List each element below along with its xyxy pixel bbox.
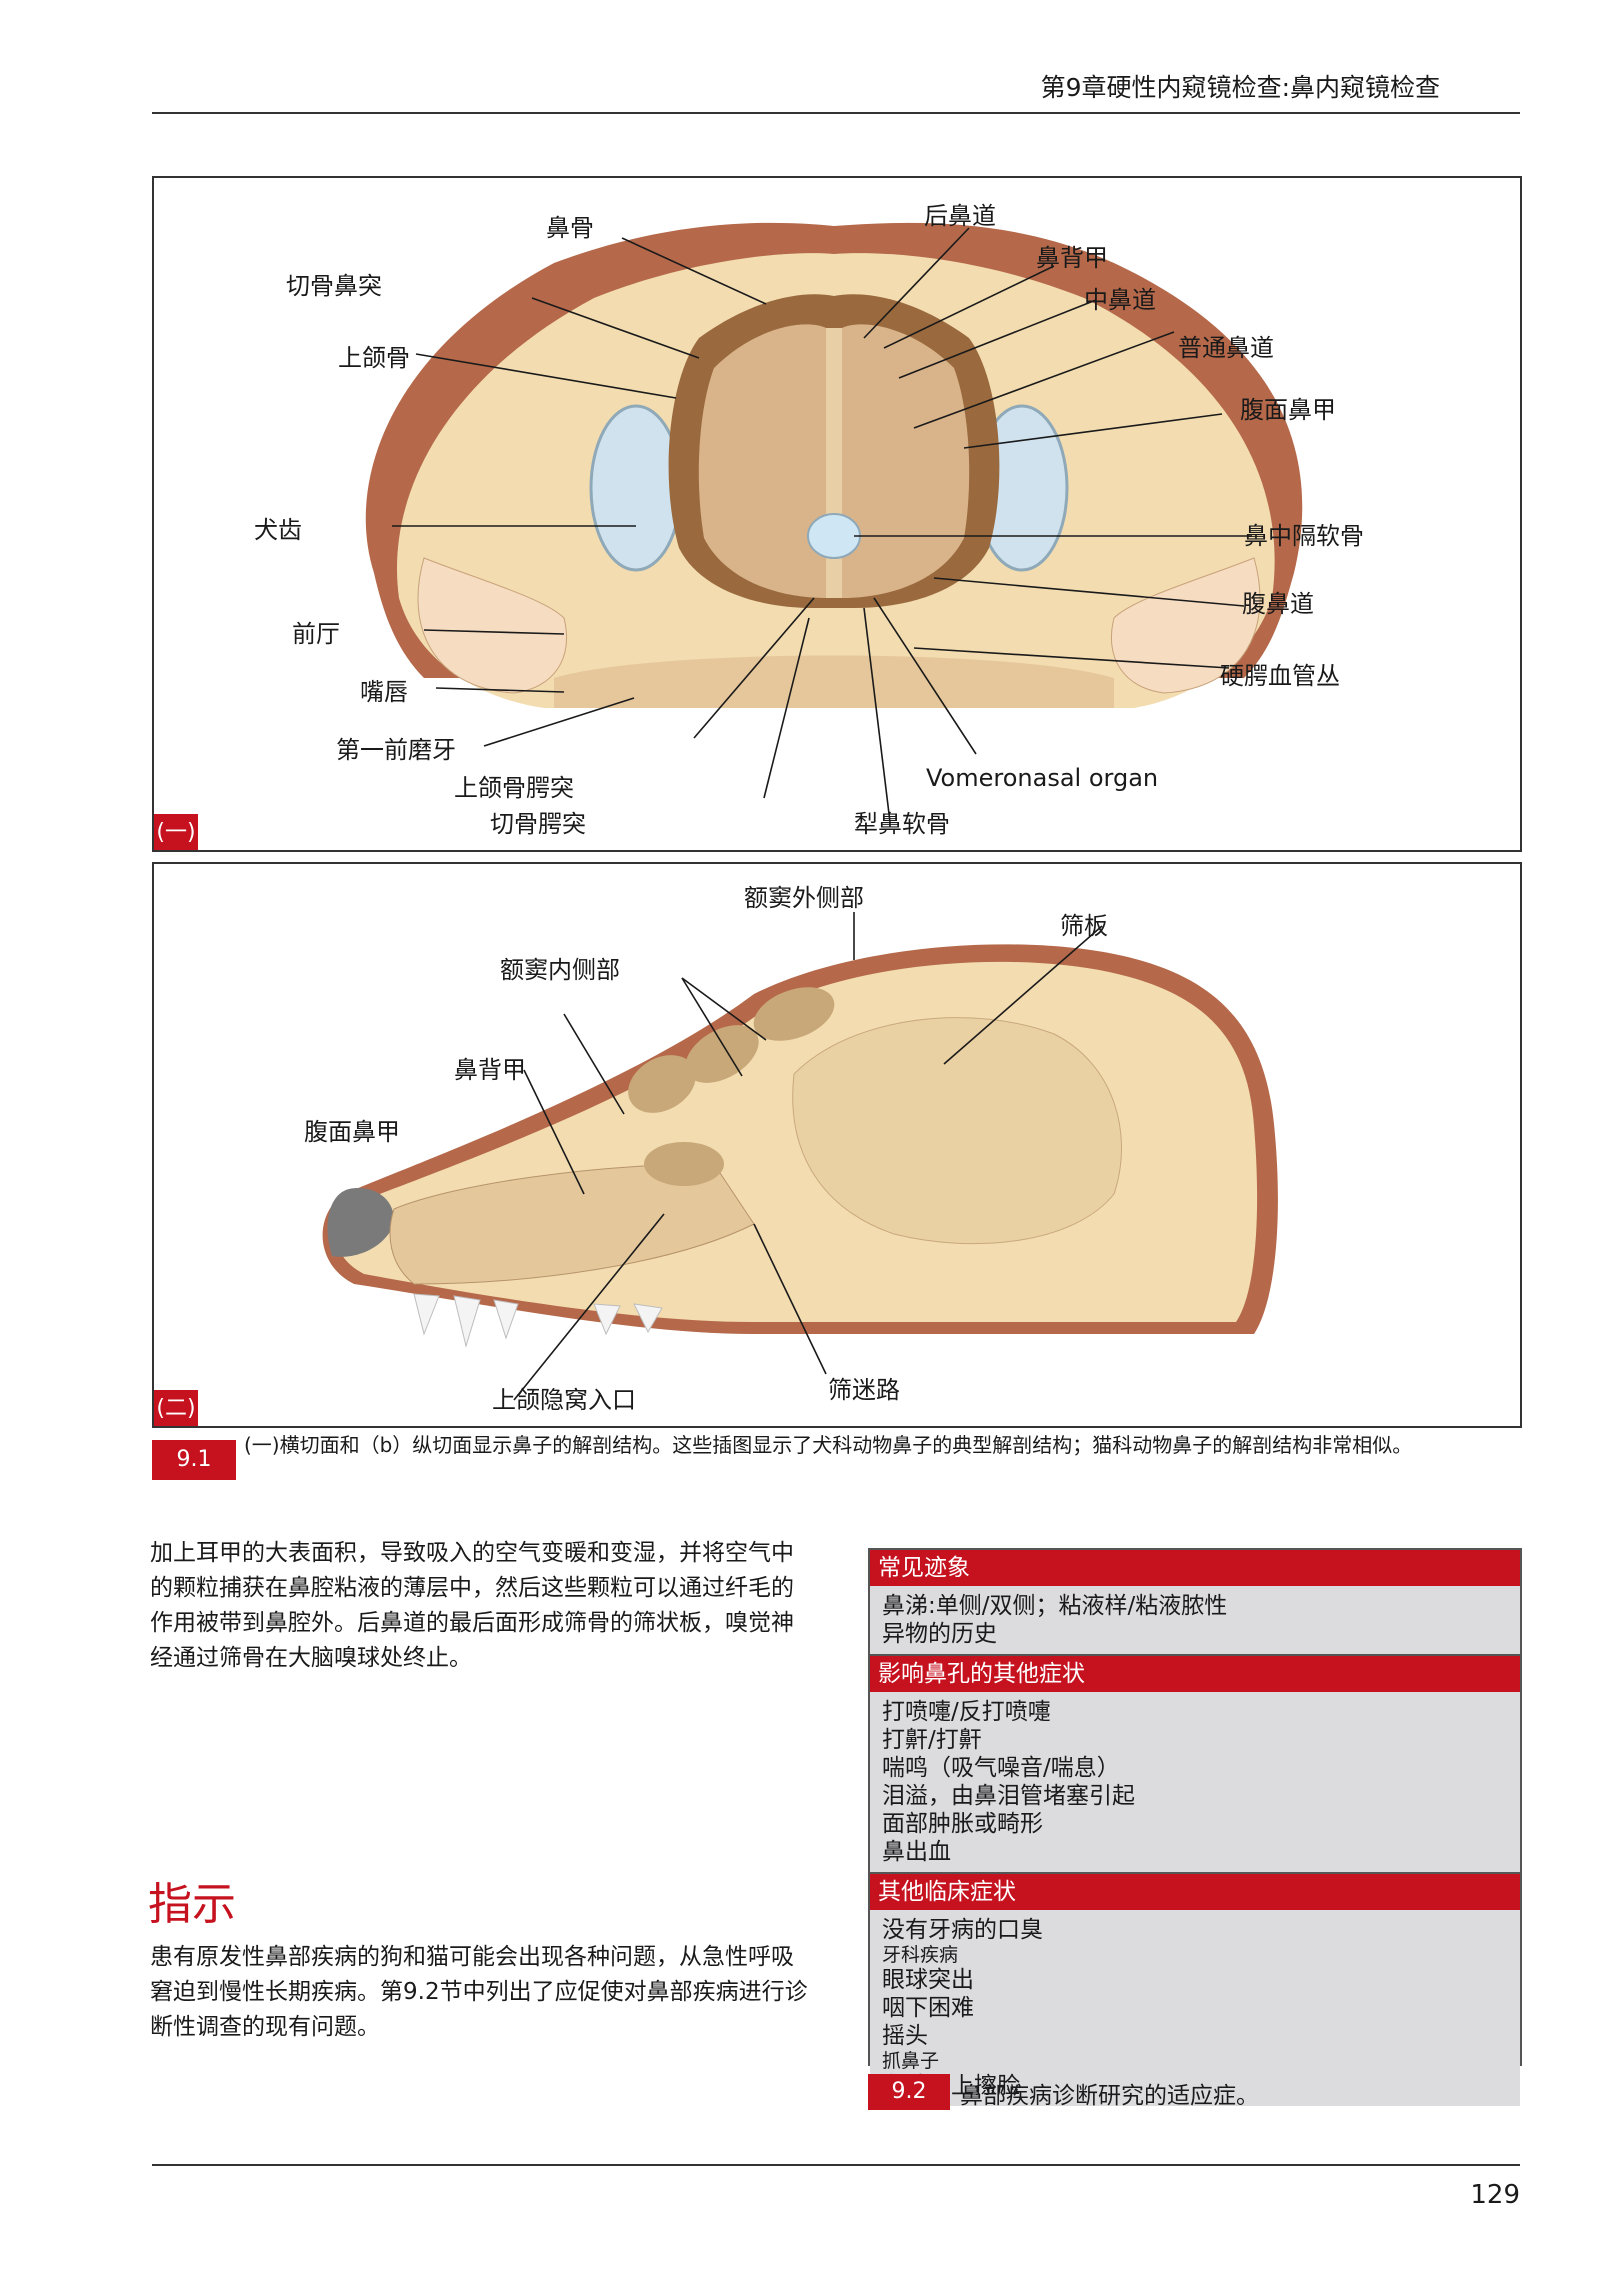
chapter-header: 第9章硬性内窥镜检查:鼻内窥镜检查 xyxy=(1040,73,1440,102)
label-nasal-bone: 鼻骨 xyxy=(546,214,594,242)
table-section-body: 没有牙病的口臭 牙科疾病 眼球突出 咽下困难 摇头 抓鼻子 在地面上擦脸 xyxy=(870,1910,1520,2106)
footer-rule xyxy=(152,2164,1520,2166)
list-item: 没有牙病的口臭 xyxy=(882,1917,1043,1943)
label-ethmoid-labyrinth: 筛迷路 xyxy=(828,1376,900,1404)
label-lateral-frontal-sinus: 额窦外侧部 xyxy=(744,884,864,912)
list-item: 鼻涕:单侧/双侧；粘液样/粘液脓性 xyxy=(882,1593,1228,1619)
table-section-header: 影响鼻孔的其他症状 xyxy=(870,1656,1520,1692)
panel-tag-a: (一) xyxy=(154,814,198,850)
label-first-premolar: 第一前磨牙 xyxy=(336,736,456,764)
list-item: 抓鼻子 xyxy=(882,2050,940,2072)
label-vestibule: 前厅 xyxy=(292,620,340,648)
table-caption: 鼻部疾病诊断研究的适应症。 xyxy=(960,2083,1259,2109)
transverse-section-illustration xyxy=(365,222,1303,823)
label-canine: 犬齿 xyxy=(254,516,302,544)
list-item: 牙科疾病 xyxy=(882,1944,959,1966)
list-item: 打鼾/打鼾 xyxy=(882,1727,982,1753)
page-number: 129 xyxy=(1470,2180,1520,2210)
table-section-header: 其他临床症状 xyxy=(870,1874,1520,1910)
list-item: 异物的历史 xyxy=(882,1621,997,1647)
label-maxilla-palatine-process: 上颌骨腭突 xyxy=(454,774,574,802)
label-medial-frontal-sinus: 额窦内侧部 xyxy=(500,956,620,984)
label-ventral-concha: 腹面鼻甲 xyxy=(1240,396,1336,424)
figure-caption: (一)横切面和（b）纵切面显示鼻子的解剖结构。这些插图显示了犬科动物鼻子的典型解… xyxy=(244,1433,1413,1457)
label-dorsal-concha: 鼻背甲 xyxy=(1036,244,1108,272)
label-cribriform-plate: 筛板 xyxy=(1060,912,1108,940)
table-section-header: 常见迹象 xyxy=(870,1550,1520,1586)
label-lip: 嘴唇 xyxy=(360,678,408,706)
label-maxilla: 上颌骨 xyxy=(338,344,410,372)
label-caudal-meatus: 后鼻道 xyxy=(924,202,996,230)
list-item: 打喷嚏/反打喷嚏 xyxy=(882,1699,1051,1725)
body-paragraph-2: 患有原发性鼻部疾病的狗和猫可能会出现各种问题，从急性呼吸窘迫到慢性长期疾病。第9… xyxy=(150,1944,808,2040)
label-incisive-nasal-process: 切骨鼻突 xyxy=(286,272,382,300)
label-dorsal-concha-b: 鼻背甲 xyxy=(454,1056,526,1084)
section-heading-indications: 指示 xyxy=(148,1879,236,1930)
label-vomeronasal-cartilage: 犁鼻软骨 xyxy=(854,810,950,838)
label-middle-meatus: 中鼻道 xyxy=(1084,286,1156,314)
figure-a-transverse: 鼻骨 切骨鼻突 上颌骨 犬齿 前厅 嘴唇 第一前磨牙 上颌骨腭突 切骨腭突 后鼻… xyxy=(152,176,1522,852)
longitudinal-section-illustration xyxy=(322,912,1278,1401)
figure-b-longitudinal: 额窦外侧部 筛板 额窦内侧部 鼻背甲 腹面鼻甲 上颌隐窝入口 筛迷路 (二) xyxy=(152,862,1522,1428)
list-item: 鼻出血 xyxy=(882,1839,951,1865)
label-palatine-plexus: 硬腭血管丛 xyxy=(1220,662,1340,690)
table-section-body: 打喷嚏/反打喷嚏 打鼾/打鼾 喘鸣（吸气噪音/喘息） 泪溢，由鼻泪管堵塞引起 面… xyxy=(870,1692,1520,1874)
list-item: 泪溢，由鼻泪管堵塞引起 xyxy=(882,1783,1135,1809)
list-item: 喘鸣（吸气噪音/喘息） xyxy=(882,1755,1120,1781)
body-paragraph-1: 加上耳甲的大表面积，导致吸入的空气变暖和变湿，并将空气中的颗粒捕获在鼻腔粘液的薄… xyxy=(150,1540,794,1671)
label-incisive-palatine-process: 切骨腭突 xyxy=(490,810,586,838)
label-ventral-concha-b: 腹面鼻甲 xyxy=(304,1118,400,1146)
label-common-meatus: 普通鼻道 xyxy=(1178,334,1274,362)
label-maxillary-recess-opening: 上颌隐窝入口 xyxy=(492,1386,636,1414)
label-vomeronasal-organ: Vomeronasal organ xyxy=(926,764,1159,792)
list-item: 摇头 xyxy=(882,2023,928,2049)
list-item: 面部肿胀或畸形 xyxy=(882,1811,1043,1837)
label-ventral-meatus: 腹鼻道 xyxy=(1242,590,1314,618)
figure-caption-tag: 9.1 xyxy=(152,1440,236,1480)
indications-table: 常见迹象 鼻涕:单侧/双侧；粘液样/粘液脓性 异物的历史 影响鼻孔的其他症状 打… xyxy=(868,1548,1522,2106)
table-section-body: 鼻涕:单侧/双侧；粘液样/粘液脓性 异物的历史 xyxy=(870,1586,1520,1656)
label-septal-cartilage: 鼻中隔软骨 xyxy=(1244,522,1364,550)
header-rule xyxy=(152,112,1520,114)
table-caption-tag: 9.2 xyxy=(868,2074,950,2110)
list-item: 眼球突出 xyxy=(882,1967,974,1993)
list-item: 咽下困难 xyxy=(882,1995,974,2021)
panel-tag-b: (二) xyxy=(154,1390,198,1426)
